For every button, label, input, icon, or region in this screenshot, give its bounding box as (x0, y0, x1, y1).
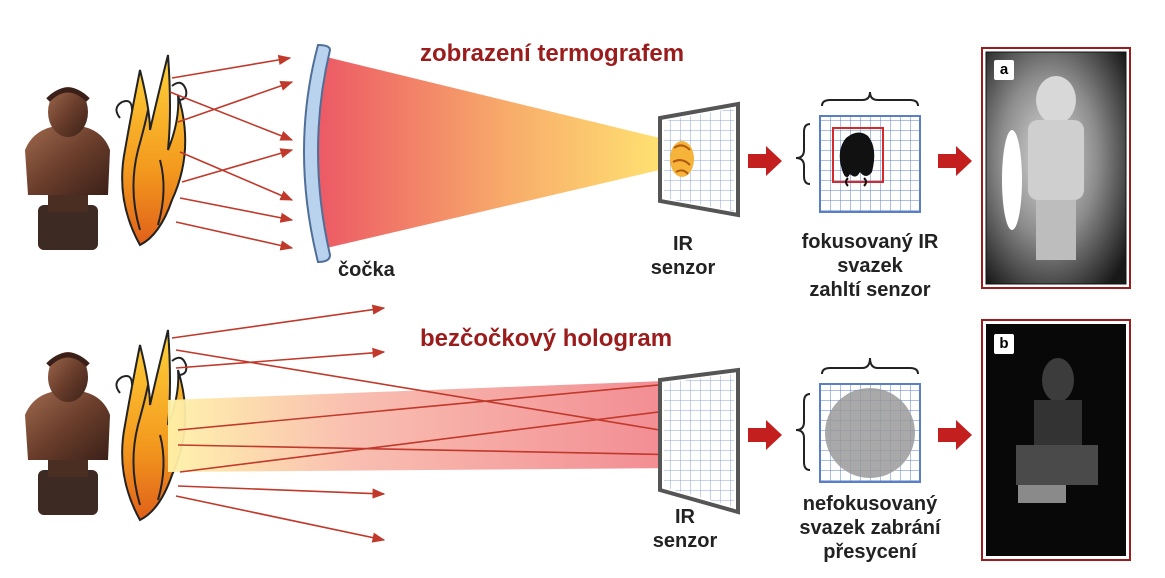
flame-bottom (115, 329, 188, 522)
caption-top: fokusovaný IR svazek zahltí senzor (775, 230, 965, 302)
sensor-label-top: IR senzor (648, 232, 718, 280)
ir-rays-bottom (171, 304, 692, 543)
caption-line: zahltí senzor (809, 279, 931, 301)
caption-line: fokusovaný IR (801, 231, 939, 253)
sensor-label-line-2: senzor (650, 257, 716, 279)
arrow-right-icon (938, 146, 972, 176)
flame-top (115, 54, 188, 247)
bust-statue-top (25, 87, 110, 250)
caption-line: nefokusovaný (802, 493, 938, 515)
unfocused-beam (168, 380, 701, 472)
panel-letter-a: a (994, 60, 1014, 80)
title-bottom: bezčočkový hologram (420, 325, 673, 352)
arrow-right-icon (748, 146, 782, 176)
lens-label: čočka (338, 259, 395, 281)
ir-sensor-top (658, 101, 740, 218)
hologram-photo-b (981, 319, 1131, 561)
sensor-detail-unsaturated (795, 357, 921, 483)
ir-sensor-bottom (658, 367, 740, 515)
panel-letter-b: b (994, 334, 1014, 354)
caption-line: svazek (837, 255, 903, 277)
lens (303, 43, 332, 264)
sensor-label-line-2: senzor (652, 530, 718, 552)
bust-statue-bottom (25, 352, 110, 515)
arrow-right-icon (938, 420, 972, 450)
ir-rays-top (169, 54, 294, 251)
thermal-photo-a (981, 47, 1131, 289)
sensor-label-line-1: IR (673, 233, 693, 255)
sensor-label-line-1: IR (675, 506, 695, 528)
sensor-detail-saturated (795, 91, 921, 213)
arrow-right-icon (748, 420, 782, 450)
caption-line: přesycení (823, 541, 917, 563)
caption-bottom: nefokusovaný svazek zabrání přesycení (775, 492, 965, 564)
focused-beam (309, 55, 668, 250)
title-top: zobrazení termografem (420, 40, 685, 67)
caption-line: svazek zabrání (799, 517, 941, 539)
sensor-label-bottom: IR senzor (645, 505, 725, 553)
